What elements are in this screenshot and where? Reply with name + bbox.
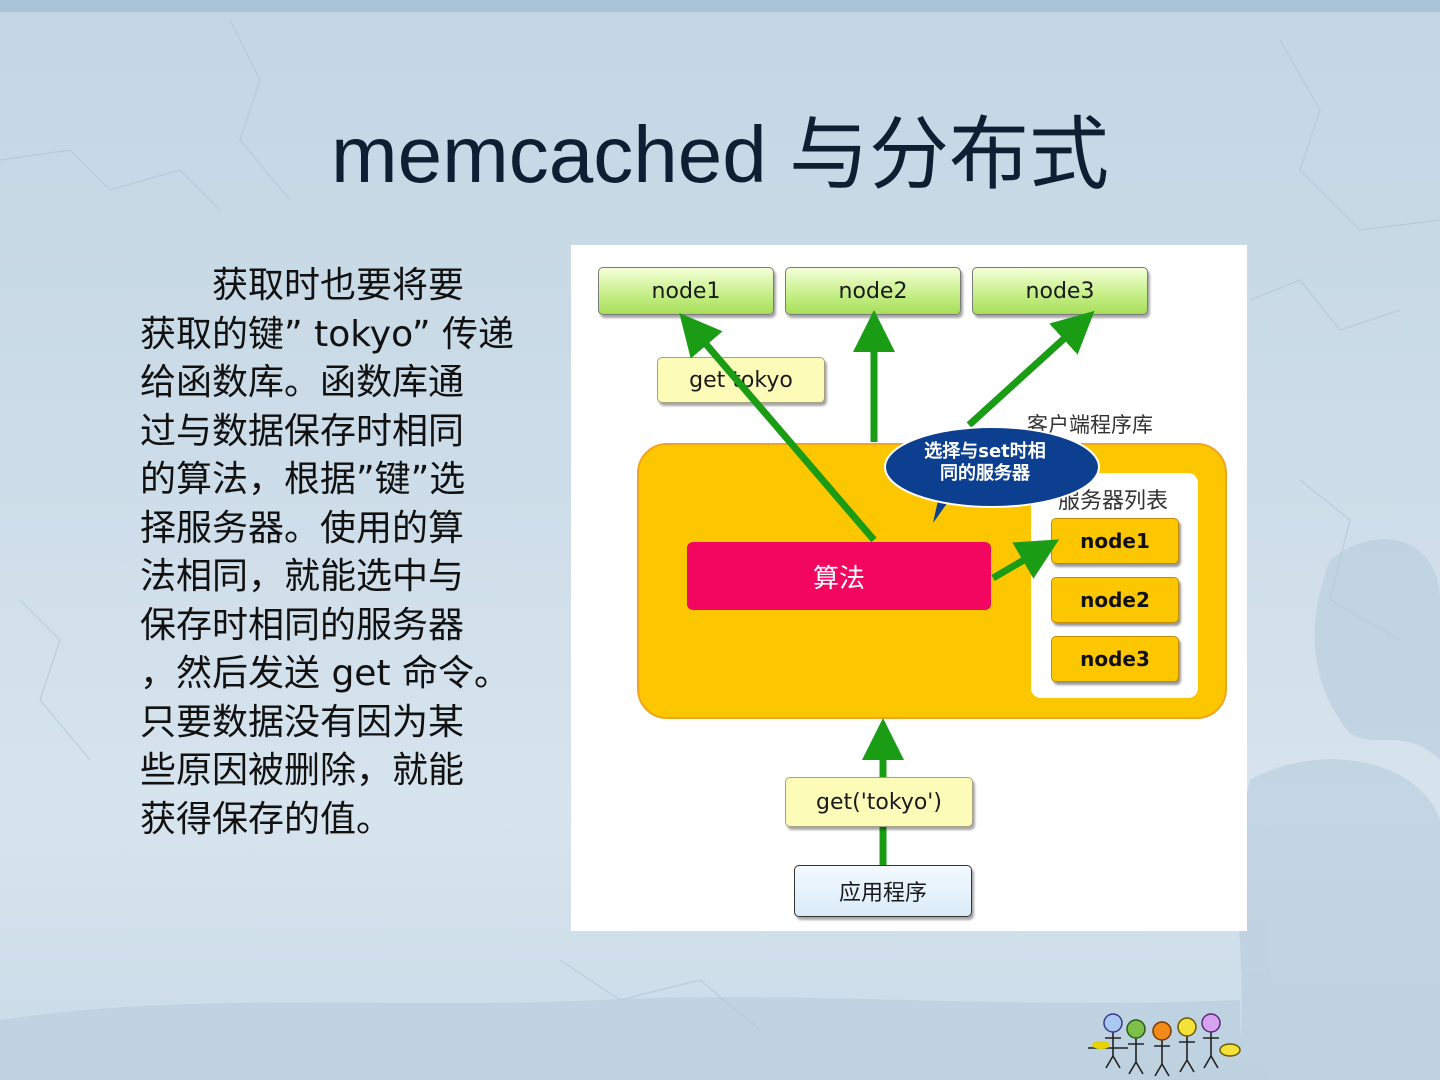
server-node-3: node3 xyxy=(1051,636,1179,682)
slide-title: memcached 与分布式 xyxy=(331,110,1109,199)
application-box: 应用程序 xyxy=(794,865,972,917)
top-band xyxy=(0,0,1440,12)
stick-figures-logo xyxy=(1088,1013,1241,1077)
server-list-label: 服务器列表 xyxy=(1058,489,1169,514)
bubble-text-content: 选择与set时相 同的服务器 xyxy=(924,441,1046,484)
top-node-2: node2 xyxy=(785,267,961,315)
server-node-1: node1 xyxy=(1051,518,1179,564)
get-call-note: get('tokyo') xyxy=(785,777,973,827)
server-node-2: node2 xyxy=(1051,577,1179,623)
algorithm-box: 算法 xyxy=(687,542,991,610)
diagram-arrows xyxy=(679,310,1100,865)
arrow-to-node1 xyxy=(679,313,877,543)
top-node-3: node3 xyxy=(972,267,1148,315)
speech-bubble xyxy=(884,426,1100,523)
body-text: 获取时也要将要 获取的键” tokyo” 传递 给函数库。函数库通 过与数据保存… xyxy=(140,265,514,840)
bubble-text: 选择与set时相 同的服务器 xyxy=(895,441,1075,485)
arrow-to-server-list xyxy=(991,539,1060,582)
memcached-diagram: node1 node2 node3 get tokyo 客户端程序库 服务器列表… xyxy=(571,245,1247,931)
logo-pencil xyxy=(1092,1041,1110,1049)
arrow-to-node3 xyxy=(966,310,1095,428)
